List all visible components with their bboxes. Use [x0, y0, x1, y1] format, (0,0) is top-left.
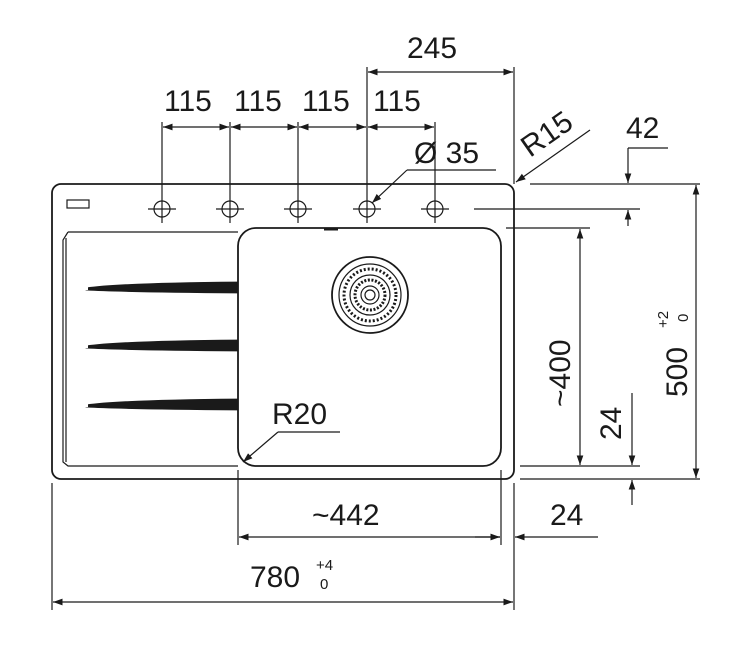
drainer-groove: [85, 398, 239, 411]
overall-depth-tolerance-minus: 0: [675, 314, 692, 322]
tap-hole-diameter-label: Ø 35: [414, 137, 479, 170]
tap-holes: [148, 195, 449, 223]
drainer-grooves: [85, 281, 239, 411]
tap-hole: [353, 195, 381, 223]
tap-spacing-label: 115: [302, 85, 350, 118]
overall-depth-tolerance-plus: +2: [655, 311, 672, 328]
top-offset-dimension: 245: [368, 32, 515, 184]
drainer-groove: [85, 281, 239, 294]
outer-radius-label: R15: [515, 105, 579, 164]
tap-hole-diameter-callout: Ø 35: [371, 137, 496, 204]
tap-hole: [216, 195, 244, 223]
overall-length-tolerance-minus: 0: [320, 576, 328, 593]
tap-spacing-label: 115: [164, 85, 212, 118]
tap-hole: [284, 195, 312, 223]
tap-hole: [421, 195, 449, 223]
inner-radius-label: R20: [272, 398, 327, 431]
overall-length-tolerance-plus: +4: [316, 557, 333, 574]
right-margin-label: 24: [550, 499, 583, 532]
edge-offset-dimension: 42: [474, 112, 700, 226]
tap-spacing-label: 115: [234, 85, 282, 118]
right-margin-dimension: 24: [475, 483, 598, 610]
top-offset-label: 245: [407, 32, 457, 65]
drain-strainer: [331, 256, 409, 334]
sink-bowl: [237, 227, 502, 467]
tap-spacing-dimension: 115 115 115 115: [161, 67, 436, 195]
bottom-margin-dimension: 24: [520, 393, 700, 505]
overall-length-dimension: 780 +4 0: [51, 483, 513, 610]
tap-spacing-label: 115: [373, 85, 421, 118]
logo-plate: [66, 199, 90, 209]
drainer-outline: [62, 231, 238, 467]
overall-length-label: 780: [250, 561, 300, 594]
overall-depth-label: 500: [661, 347, 694, 397]
bowl-width-dimension: ~442: [237, 470, 502, 545]
outer-radius-callout: R15: [515, 105, 591, 183]
bowl-width-label: ~442: [312, 499, 380, 532]
bowl-length-dimension: ~400: [506, 227, 640, 467]
overall-depth-dimension: 500 +2 0: [655, 185, 700, 478]
tap-hole: [148, 195, 176, 223]
sink-outer-outline: [51, 183, 515, 480]
drainer-groove: [85, 339, 239, 352]
bottom-margin-label: 24: [595, 407, 628, 440]
bowl-length-label: ~400: [544, 339, 577, 407]
inner-radius-callout: R20: [242, 398, 340, 463]
edge-offset-label: 42: [626, 112, 659, 145]
